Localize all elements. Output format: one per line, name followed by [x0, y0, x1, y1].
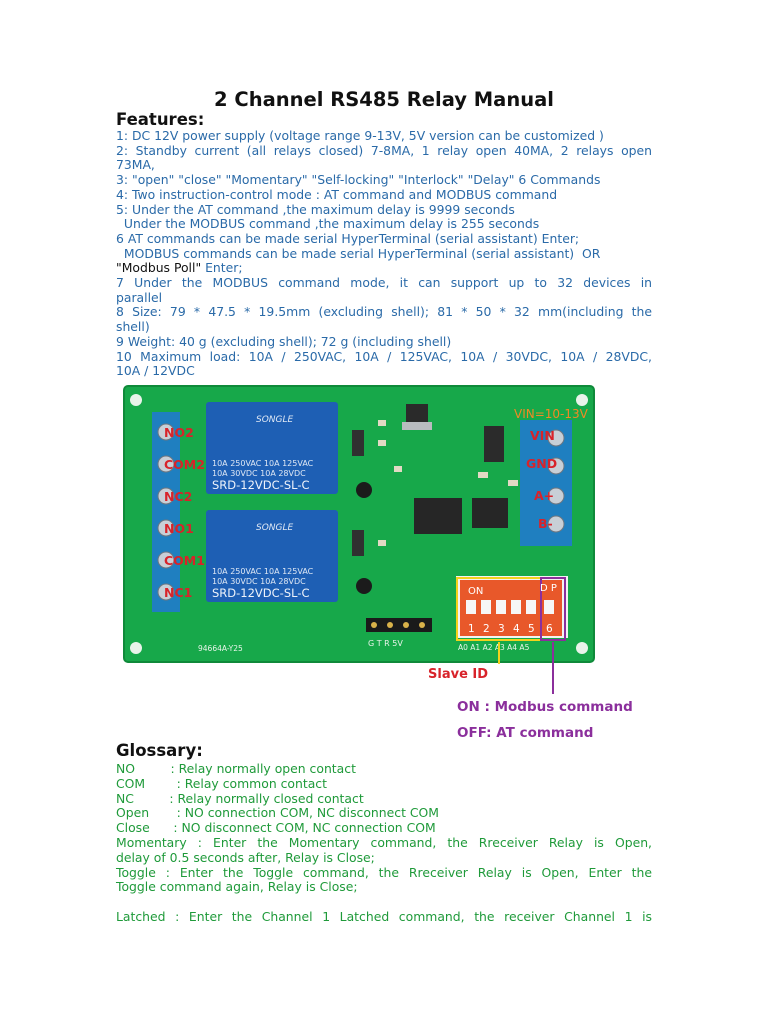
dip-address-labels: A0 A1 A2 A3 A4 A5	[458, 643, 530, 652]
feature-line: parallel	[116, 289, 163, 305]
mounting-hole	[130, 642, 142, 654]
feature-line: 8 Size: 79 * 47.5 * 19.5mm (excluding sh…	[116, 304, 652, 320]
diode	[484, 426, 504, 462]
terminal-label-nc2: NC2	[164, 489, 192, 504]
dip-number: 1	[468, 623, 475, 635]
relay-1	[206, 510, 338, 602]
modbus-poll-text: "Modbus Poll"	[116, 260, 202, 276]
feature-line: shell)	[116, 319, 150, 335]
terminal-label-gnd: GND	[526, 456, 557, 471]
feature-line: 9 Weight: 40 g (excluding shell); 72 g (…	[116, 333, 452, 349]
glossary-heading: Glossary:	[116, 741, 203, 760]
feature-line: 5: Under the AT command ,the maximum del…	[116, 201, 515, 217]
dip-number: 2	[483, 623, 490, 635]
feature-line: 2: Standby current (all relays closed) 7…	[116, 142, 652, 158]
feature-line: 73MA,	[116, 157, 155, 173]
relay-board-drawing: SONGLE 10A 250VAC 10A 125VAC 10A 30VDC 1…	[123, 385, 633, 741]
features-list: 1: DC 12V power supply (voltage range 9-…	[116, 128, 652, 379]
feature-line: 10 Maximum load: 10A / 250VAC, 10A / 125…	[116, 348, 652, 364]
feature-line: 6 AT commands can be made serial HyperTe…	[116, 230, 580, 246]
dip-on-label: ON	[468, 586, 483, 597]
glossary-line: Momentary : Enter the Momentary command,…	[116, 834, 652, 850]
slave-id-label: Slave ID	[428, 667, 488, 682]
feature-line: 4: Two instruction-control mode : AT com…	[116, 186, 558, 202]
relay-rating: 10A 30VDC 10A 28VDC	[212, 469, 306, 478]
terminal-label-com1: COM1	[164, 553, 205, 568]
mcu-chip	[472, 498, 508, 528]
terminal-label-b-minus: B-	[538, 516, 553, 531]
feature-line: 3: "open" "close" "Momentary" "Self-lock…	[116, 172, 601, 188]
relay-brand: SONGLE	[256, 523, 294, 533]
dip-dp-label: D P	[540, 583, 557, 594]
glossary-list: NO : Relay normally open contact COM : R…	[116, 761, 652, 925]
relay-rating: 10A 250VAC 10A 125VAC	[212, 459, 314, 468]
feature-line: MODBUS commands can be made serial Hyper…	[116, 245, 601, 261]
terminal-label-no1: NO1	[164, 521, 194, 536]
uart-header	[366, 618, 432, 632]
mounting-hole	[576, 394, 588, 406]
terminal-label-vin: VIN	[530, 428, 555, 443]
features-heading: Features:	[116, 110, 205, 129]
feature-line: 1: DC 12V power supply (voltage range 9-…	[116, 128, 604, 143]
dip-number: 3	[498, 623, 505, 635]
feature-line: 10A / 12VDC	[116, 363, 195, 379]
terminal-label-com2: COM2	[164, 457, 205, 472]
feature-enter-text: Enter;	[201, 260, 243, 276]
feature-line: Under the MODBUS command ,the maximum de…	[116, 216, 540, 232]
dip-number: 5	[528, 623, 535, 635]
glossary-line: NC : Relay normally closed contact	[116, 790, 364, 806]
relay-2	[206, 402, 338, 494]
pcb-code: 94664A-Y25	[198, 644, 243, 653]
on-mode-label: ON : Modbus command	[457, 699, 633, 715]
relay-rating: 10A 30VDC 10A 28VDC	[212, 577, 306, 586]
glossary-spacer	[116, 895, 652, 910]
terminal-label-nc1: NC1	[164, 585, 192, 600]
relay-model: SRD-12VDC-SL-C	[212, 586, 310, 600]
header-pin-labels: G T R 5V	[368, 639, 403, 648]
glossary-line: Latched : Enter the Channel 1 Latched co…	[116, 908, 652, 924]
feature-line: 7 Under the MODBUS command mode, it can …	[116, 275, 652, 291]
glossary-line: Close : NO disconnect COM, NC connection…	[116, 820, 436, 836]
rs485-chip	[414, 498, 462, 534]
terminal-label-no2: NO2	[164, 425, 194, 440]
off-mode-label: OFF: AT command	[457, 725, 593, 741]
mode-highlight	[540, 577, 566, 641]
voltage-label: VIN=10-13V	[514, 407, 589, 421]
regulator-chip	[406, 404, 428, 422]
glossary-line: COM : Relay common contact	[116, 775, 327, 791]
mounting-hole	[130, 394, 142, 406]
feature-line: "Modbus Poll" Enter;	[116, 260, 652, 276]
relay-board-photo: SONGLE 10A 250VAC 10A 125VAC 10A 30VDC 1…	[116, 380, 652, 742]
relay-brand: SONGLE	[256, 415, 294, 425]
dip-number: 4	[513, 623, 520, 635]
dip-number: 6	[546, 623, 553, 635]
left-terminal-block	[152, 412, 180, 612]
glossary-line: delay of 0.5 seconds after, Relay is Clo…	[116, 849, 375, 865]
glossary-line: NO : Relay normally open contact	[116, 761, 356, 776]
glossary-line: Open : NO connection COM, NC disconnect …	[116, 805, 439, 821]
glossary-line: Toggle : Enter the Toggle command, the R…	[116, 864, 652, 880]
mounting-hole	[576, 642, 588, 654]
relay-rating: 10A 250VAC 10A 125VAC	[212, 567, 314, 576]
relay-model: SRD-12VDC-SL-C	[212, 478, 310, 492]
terminal-label-a-plus: A+	[534, 488, 554, 503]
page-title: 2 Channel RS485 Relay Manual	[214, 88, 554, 111]
glossary-line: Toggle command again, Relay is Close;	[116, 879, 358, 895]
